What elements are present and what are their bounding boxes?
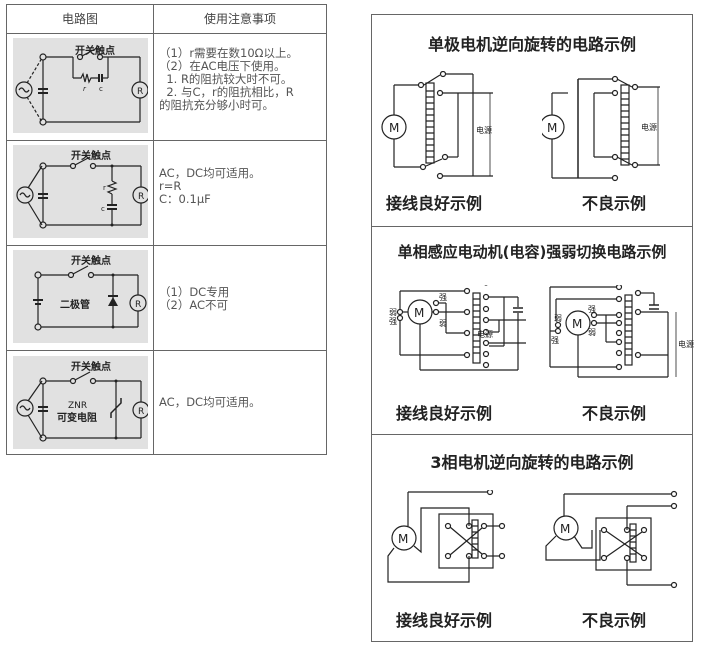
svg-text:M: M <box>389 121 399 135</box>
svg-text:r: r <box>83 85 87 93</box>
section-divider <box>372 434 692 435</box>
label-good-wiring: 接线良好示例 <box>396 404 493 423</box>
label-good-wiring: 接线良好示例 <box>396 611 493 630</box>
svg-text:开关触点: 开关触点 <box>71 254 111 267</box>
note-znr: AC，DC均可适用。 <box>159 395 261 409</box>
row-divider <box>7 140 326 141</box>
svg-text:可变电阻: 可变电阻 <box>57 411 97 424</box>
svg-text:c: c <box>101 205 105 213</box>
svg-text:M: M <box>572 317 582 331</box>
row-divider <box>7 245 326 246</box>
diagram-3-phase-good: M <box>380 488 510 594</box>
label-good-wiring: 接线良好示例 <box>386 194 483 213</box>
power-label: 电源 <box>477 329 493 339</box>
svg-text:弱: 弱 <box>554 314 562 323</box>
svg-text:强: 强 <box>439 293 447 302</box>
header-notes: 使用注意事项 <box>203 12 276 26</box>
label-bad-wiring: 不良示例 <box>582 611 647 630</box>
svg-text:R: R <box>138 192 144 202</box>
label-bad-wiring: 不良示例 <box>582 194 647 213</box>
column-divider <box>153 5 154 454</box>
section-title-3-phase-reverse: 3相电机逆向旋转的电路示例 <box>430 453 634 472</box>
note-rc-across-contact: （1）r需要在数10Ω以上。 （2）在AC电压下使用。 1. R的阻抗较大时不可… <box>159 46 298 112</box>
circuit-diagram-diode: 开关触点 二极管 R <box>13 250 148 343</box>
diagram-single-pole-good: M 电源 <box>380 70 510 195</box>
svg-text:弱: 弱 <box>588 328 596 337</box>
svg-text:R: R <box>137 87 143 97</box>
ac-source-icon <box>15 81 33 99</box>
circuit-diagram-rc-across-contact: 开关触点 R <box>13 38 148 133</box>
diagram-capacitor-motor-bad: M 弱 强 强 弱 电源 <box>546 283 696 389</box>
svg-text:电源: 电源 <box>678 339 694 349</box>
note-diode: （1）DC专用 （2）AC不可 <box>159 285 230 312</box>
svg-text:r: r <box>103 184 106 192</box>
svg-text:M: M <box>414 306 424 320</box>
header-diagram: 电路图 <box>61 12 98 26</box>
row-divider <box>7 33 326 34</box>
svg-text:电源: 电源 <box>641 122 657 132</box>
svg-text:M: M <box>547 121 557 135</box>
svg-text:c: c <box>99 85 103 93</box>
note-rc-across-load: AC，DC均可适用。 r=R C：0.1μF <box>159 166 261 206</box>
section-title-single-pole-reverse: 单极电机逆向旋转的电路示例 <box>427 35 636 54</box>
label-bad-wiring: 不良示例 <box>582 404 647 423</box>
section-title-capacitor-motor-switch: 单相感应电动机(电容)强弱切换电路示例 <box>397 243 667 261</box>
row-divider <box>7 350 326 351</box>
circuit-diagram-znr: 开关触点 ZNR 可变电阻 R <box>13 356 148 449</box>
contact-protection-table: 电路图 使用注意事项 开关触点 <box>6 4 327 455</box>
svg-text:M: M <box>398 532 408 546</box>
svg-text:弱: 弱 <box>439 319 447 328</box>
section-divider <box>372 226 692 227</box>
svg-text:强: 强 <box>588 305 596 314</box>
svg-text:开关触点: 开关触点 <box>71 149 111 162</box>
svg-text:弱: 弱 <box>389 308 397 317</box>
circuit-diagram-rc-across-load: 开关触点 <box>13 145 148 238</box>
svg-text:R: R <box>135 300 141 310</box>
svg-text:开关触点: 开关触点 <box>71 360 111 373</box>
diagram-single-pole-bad: M 电源 <box>539 71 692 195</box>
svg-text:二极管: 二极管 <box>60 298 90 311</box>
svg-text:强: 强 <box>389 317 397 326</box>
motor-wiring-examples-panel: 单极电机逆向旋转的电路示例 M 电源 <box>371 14 696 642</box>
svg-text:R: R <box>138 407 144 417</box>
svg-text:电源: 电源 <box>476 125 492 135</box>
svg-text:强: 强 <box>551 336 559 345</box>
svg-text:ZNR: ZNR <box>68 401 87 411</box>
diagram-3-phase-bad: M <box>544 490 684 594</box>
svg-text:M: M <box>560 522 570 536</box>
